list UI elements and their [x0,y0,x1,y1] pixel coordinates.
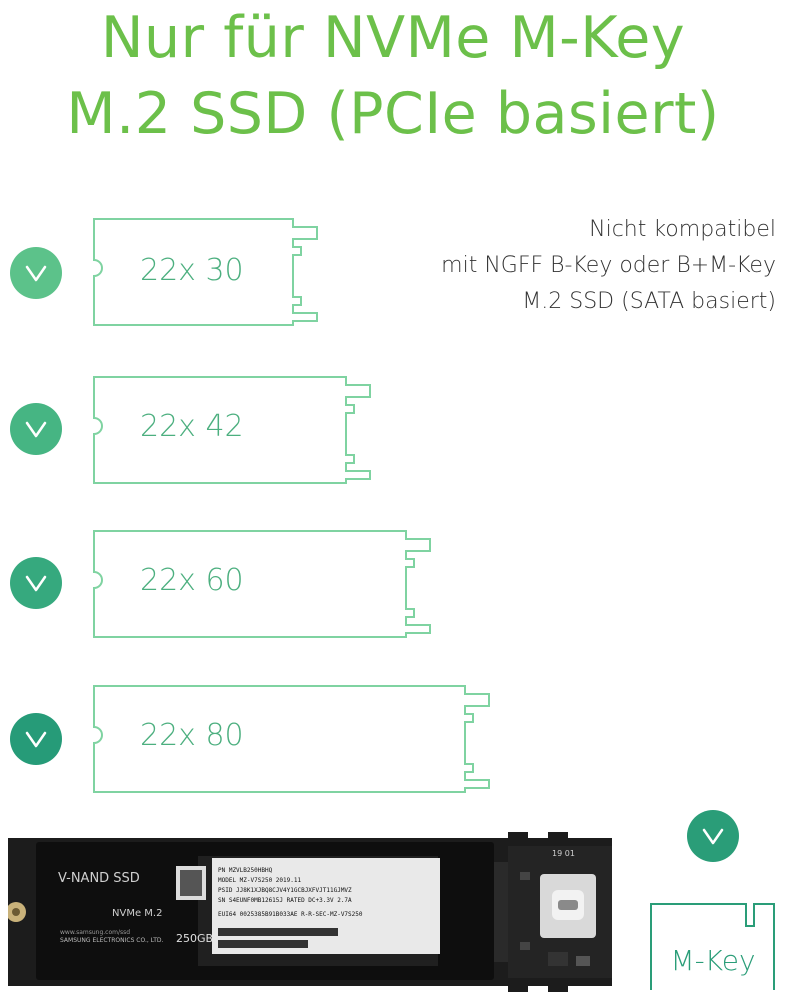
check-icon [687,810,739,862]
m-key-label: M-Key [670,944,756,977]
note-line-1: Nicht kompatibel [589,217,776,242]
compatibility-note: Nicht kompatibel mit NGFF B-Key oder B+M… [441,212,776,320]
size-label: 22x 60 [140,563,244,598]
ssd-outline-22x80 [93,685,490,793]
ssd-outline-22x60 [93,530,431,638]
photo-brand: V-NAND SSD [58,871,140,886]
size-label: 22x 80 [140,718,244,753]
sticker-line-2: MODEL MZ-V7S250 2019.11 [218,877,301,884]
sticker-line-1: PN MZVLB250HBHQ [218,867,273,874]
sticker-line-4: SN S4EUNF0MB12615J RATED DC+3.3V 2.7A [218,897,352,904]
ssd-outline-22x42 [93,376,371,484]
size-label: 22x 30 [140,253,244,288]
photo-capacity: 250GB [176,932,213,945]
note-line-3: M.2 SSD (SATA basiert) [522,289,776,314]
photo-maker-url: www.samsung.com/ssd [60,929,130,936]
check-icon [10,557,62,609]
sticker-line-3: PSID JJ8K1XJBQ8CJV4Y1GCBJXFVJT11GJMVZ [218,887,352,894]
note-line-2: mit NGFF B-Key oder B+M-Key [441,253,776,278]
page-title: Nur für NVMe M-Key M.2 SSD (PCIe basiert… [0,0,786,152]
title-line-2: M.2 SSD (PCIe basiert) [66,81,720,147]
check-icon [10,713,62,765]
size-label: 22x 42 [140,409,244,444]
check-icon [10,247,62,299]
board-mark: 19 01 [552,849,575,858]
title-line-1: Nur für NVMe M-Key [100,5,686,71]
photo-maker: SAMSUNG ELECTRONICS CO., LTD. [60,937,163,944]
photo-model: NVMe M.2 [112,908,162,919]
m-key-connector-outline [650,903,775,990]
ssd-outline-22x30 [93,218,318,326]
check-icon [10,403,62,455]
sticker-line-5: EUI64 0025385B91B033AE R-R-SEC-MZ-V7S250 [218,911,363,918]
ssd-adapter-photo: V-NAND SSD NVMe M.2 www.samsung.com/ssd … [8,832,612,992]
